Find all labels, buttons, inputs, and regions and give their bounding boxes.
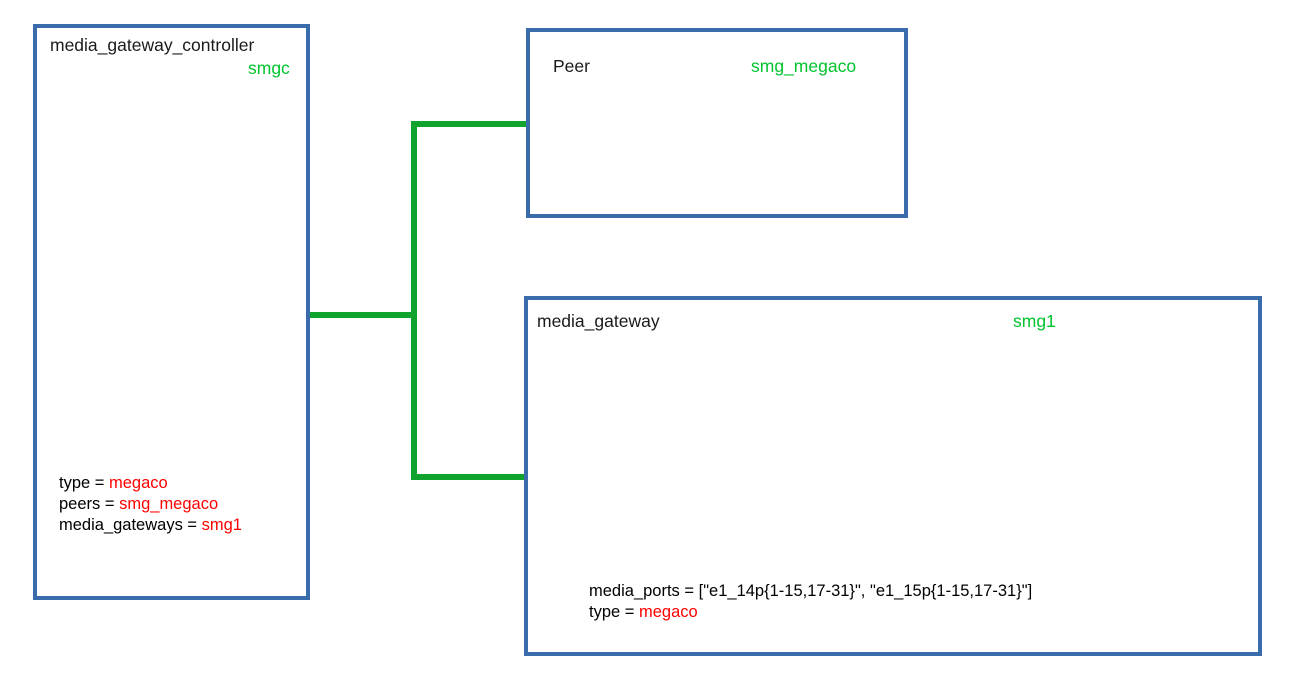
connector-controller-stub	[310, 312, 414, 318]
connector-branch-to-media-gateway	[411, 474, 529, 480]
node-title-media-gateway: media_gateway	[537, 311, 660, 331]
attribute-row: peers = smg_megaco	[59, 494, 242, 515]
attribute-key: peers =	[59, 495, 120, 513]
attribute-row: type = megaco	[589, 602, 1032, 623]
attribute-list-media-gateway-controller: type = megaco peers = smg_megaco media_g…	[59, 473, 242, 536]
attribute-value: ["e1_14p{1-15,17-31}", "e1_15p{1-15,17-3…	[698, 582, 1033, 600]
connector-branch-to-peer	[411, 121, 529, 127]
attribute-key: type =	[589, 603, 639, 621]
attribute-value: smg1	[201, 516, 242, 534]
attribute-row: media_gateways = smg1	[59, 515, 242, 536]
connector-vertical-trunk	[411, 121, 417, 480]
node-alias-smg1: smg1	[1013, 311, 1056, 331]
attribute-value: smg_megaco	[119, 495, 219, 513]
attribute-value: megaco	[639, 603, 698, 621]
node-peer[interactable]	[526, 28, 908, 218]
attribute-row: type = megaco	[59, 473, 242, 494]
attribute-key: media_gateways =	[59, 516, 202, 534]
attribute-value: megaco	[109, 474, 168, 492]
attribute-key: type =	[59, 474, 109, 492]
node-media-gateway-controller[interactable]	[33, 24, 310, 600]
attribute-key: media_ports =	[589, 582, 699, 600]
attribute-list-media-gateway: media_ports = ["e1_14p{1-15,17-31}", "e1…	[589, 581, 1032, 623]
node-alias-smg-megaco: smg_megaco	[751, 56, 857, 76]
node-title-peer: Peer	[553, 56, 590, 76]
node-media-gateway[interactable]	[524, 296, 1262, 656]
node-alias-smgc: smgc	[248, 58, 290, 78]
node-title-media-gateway-controller: media_gateway_controller	[50, 35, 255, 55]
attribute-row: media_ports = ["e1_14p{1-15,17-31}", "e1…	[589, 581, 1032, 602]
